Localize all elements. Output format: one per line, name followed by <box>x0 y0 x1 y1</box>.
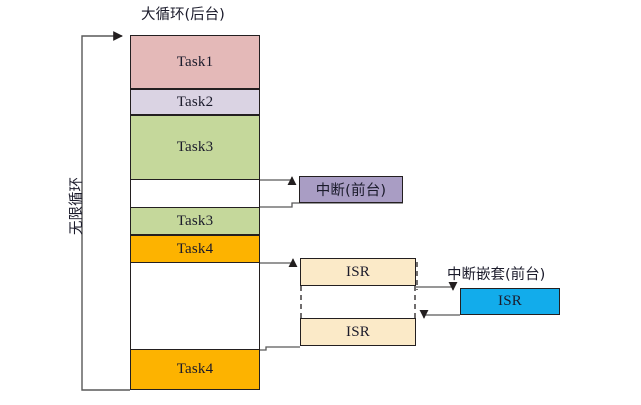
interrupt-block-isr-3: ISR <box>460 288 560 315</box>
wire-to-isr-1 <box>260 258 298 268</box>
task-block-task4-7: Task4 <box>130 349 260 390</box>
wire-nested-isr-return <box>419 309 460 319</box>
nested-interrupt-title: 中断嵌套(前台) <box>447 267 546 283</box>
wire-to-nested-isr <box>416 281 458 291</box>
infinite-loop-label: 无限循环 <box>69 177 85 235</box>
interrupt-block-中断(前台)-0: 中断(前台) <box>299 176 403 203</box>
task-block-task2-1: Task2 <box>130 89 260 115</box>
interrupt-block-isr-2: ISR <box>300 318 416 346</box>
task-block-idle-3 <box>130 180 260 207</box>
task-block-task4-5: Task4 <box>130 235 260 263</box>
task-block-task3-4: Task3 <box>130 207 260 235</box>
task-block-idle-6 <box>130 263 260 349</box>
interrupt-block-isr-1: ISR <box>300 258 416 286</box>
infinite-loop-path <box>81 31 130 391</box>
task-block-task1-0: Task1 <box>130 35 260 89</box>
background-loop-title: 大循环(后台) <box>141 7 225 23</box>
task-block-task3-2: Task3 <box>130 115 260 180</box>
wire-to-interrupt <box>260 176 297 186</box>
